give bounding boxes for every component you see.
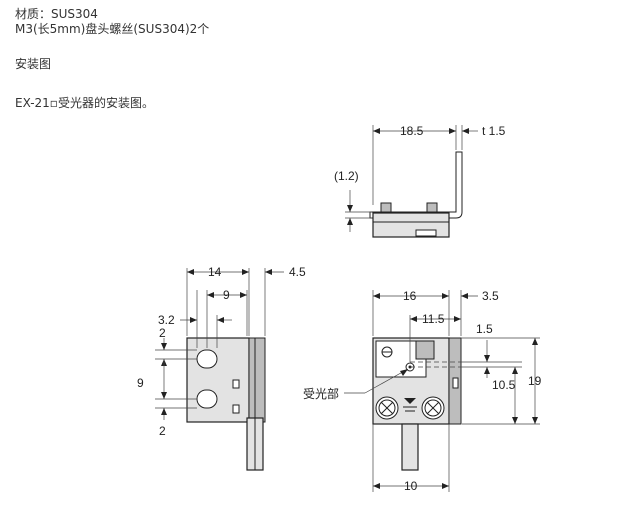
section-title: 安装图: [15, 57, 52, 71]
dim-1-5: 1.5: [476, 322, 493, 336]
slot-hole-upper: [196, 349, 218, 369]
dim-9-top: 9: [223, 288, 230, 302]
screws-line: M3(长5mm)盘头螺丝(SUS304)2个: [15, 22, 210, 36]
slot-hole-lower: [196, 389, 218, 409]
cable-slot: [415, 229, 437, 237]
dim-2-top: 2: [159, 326, 166, 340]
dim-1-2: (1.2): [334, 169, 359, 183]
dim-10-5: 10.5: [492, 378, 516, 392]
dim-3-5: 3.5: [482, 289, 499, 303]
dim-11-5: 11.5: [422, 312, 445, 326]
dim-2-bottom: 2: [159, 424, 166, 438]
top-view-body: [372, 212, 450, 238]
receiver-label: 受光部: [303, 386, 339, 401]
side-view-body: [186, 337, 250, 423]
screw-head-right: [426, 202, 438, 213]
dim-14: 14: [208, 265, 222, 279]
dim-4-5: 4.5: [289, 265, 306, 279]
caption-line: EX-21▫受光器的安装图。: [15, 96, 154, 110]
material-line: 材质：SUS304: [15, 7, 98, 21]
bracket-profile: [369, 151, 463, 219]
side-view-bracket: [248, 337, 266, 423]
dim-16: 16: [403, 289, 417, 303]
dim-10-bottom: 10: [404, 479, 418, 493]
top-view: 18.5 t 1.5 (1.2): [334, 124, 506, 238]
dim-18-5: 18.5: [400, 124, 424, 138]
front-view: 16 3.5 11.5 1.5 10.5 19: [303, 289, 542, 493]
front-view-stem: [401, 423, 419, 471]
screw-head-left: [380, 202, 392, 213]
side-view: 14 4.5 9 3.2 2 9 2: [137, 265, 306, 471]
dim-19: 19: [528, 374, 542, 388]
dim-3-2: 3.2: [158, 313, 175, 327]
dim-9-left: 9: [137, 376, 144, 390]
dim-t-1-5: t 1.5: [482, 124, 506, 138]
